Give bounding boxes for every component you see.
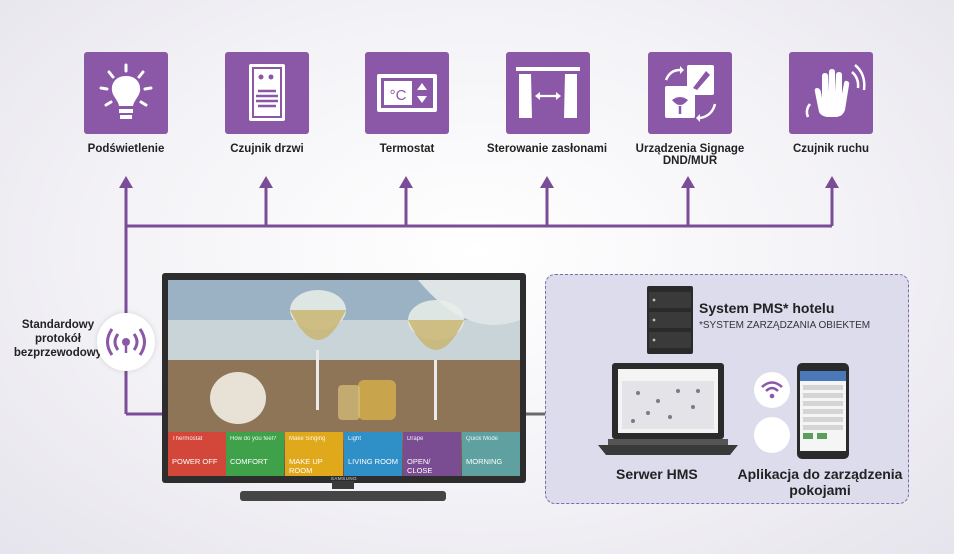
protocol-label: Standardowy protokół bezprzewodowy — [13, 319, 103, 359]
svg-text:°C: °C — [390, 87, 407, 104]
device-label-lighting: Podświetlenie — [87, 143, 165, 155]
tv-tile-value: MAKE UP ROOM — [289, 457, 323, 475]
device-curtains — [506, 52, 590, 134]
thermostat-icon: °C — [377, 74, 437, 112]
device-motion-sensor — [789, 52, 873, 134]
tv-tile-value: POWER OFF — [172, 457, 218, 466]
hms-laptop-icon — [598, 363, 738, 455]
hms-label: Serwer HMS — [616, 466, 698, 482]
tv-scene-image — [168, 280, 520, 440]
tv-stand — [240, 481, 446, 501]
tv-brand-label: SAMSUNG — [330, 476, 358, 481]
tv-tile-title: Drape — [407, 436, 424, 442]
tv-tile-mood[interactable]: How do you feel? COMFORT — [226, 432, 284, 476]
lightbulb-icon — [99, 63, 153, 119]
tv-tile-value: MORNING — [466, 457, 503, 466]
device-door-sensor — [225, 52, 309, 134]
pms-subtitle: *SYSTEM ZARZĄDZANIA OBIEKTEM — [699, 320, 871, 331]
device-thermostat: °C — [365, 52, 449, 134]
tv-tile-value: LIVING ROOM — [348, 457, 399, 466]
device-label-door-sensor: Czujnik drzwi — [230, 143, 304, 155]
device-lighting — [84, 52, 168, 134]
signage-icon — [664, 65, 717, 122]
tv-tile-title: Thermostat — [172, 436, 203, 442]
app-label: Aplikacja do zarządzenia pokojami — [737, 466, 903, 498]
tv-tile-value: COMFORT — [230, 457, 268, 466]
device-label-signage: Urządzenia Signage DND/MUR — [635, 143, 745, 167]
tv-screen: Thermostat POWER OFF How do you feel? CO… — [168, 280, 520, 476]
pms-server-icon — [647, 286, 693, 354]
wireless-signal-icon — [106, 328, 146, 356]
pms-title: System PMS* hotelu — [699, 300, 835, 316]
device-label-thermostat: Termostat — [379, 143, 435, 155]
device-label-curtains: Sterowanie zasłonami — [486, 143, 608, 155]
tv-tile-title: How do you feel? — [230, 436, 277, 442]
device-label-motion-sensor: Czujnik ruchu — [792, 143, 870, 155]
phone-app-icon — [797, 363, 849, 459]
curtain-icon — [516, 67, 580, 118]
door-sensor-icon — [249, 64, 285, 121]
motion-hand-icon — [805, 64, 866, 118]
app-badge — [754, 417, 790, 453]
protocol-badge — [97, 313, 155, 371]
tv-tile-makeup-room[interactable]: Make Singing MAKE UP ROOM — [285, 432, 343, 476]
tv-tile-value: OPEN/ CLOSE — [407, 457, 433, 475]
tv-tile-thermostat[interactable]: Thermostat POWER OFF — [168, 432, 226, 476]
tv-tile-title: Quick Mode — [466, 436, 499, 442]
hotel-tv: Thermostat POWER OFF How do you feel? CO… — [162, 273, 526, 483]
device-signage — [648, 52, 732, 134]
tv-tile-quick-mode[interactable]: Quick Mode MORNING — [462, 432, 520, 476]
tv-tile-drape[interactable]: Drape OPEN/ CLOSE — [403, 432, 461, 476]
tv-tile-light[interactable]: Light LIVING ROOM — [344, 432, 402, 476]
wifi-icon — [761, 381, 783, 399]
tv-tile-title: Light — [348, 436, 362, 442]
tv-tile-title: Make Singing — [289, 436, 326, 442]
wifi-badge — [754, 372, 790, 408]
